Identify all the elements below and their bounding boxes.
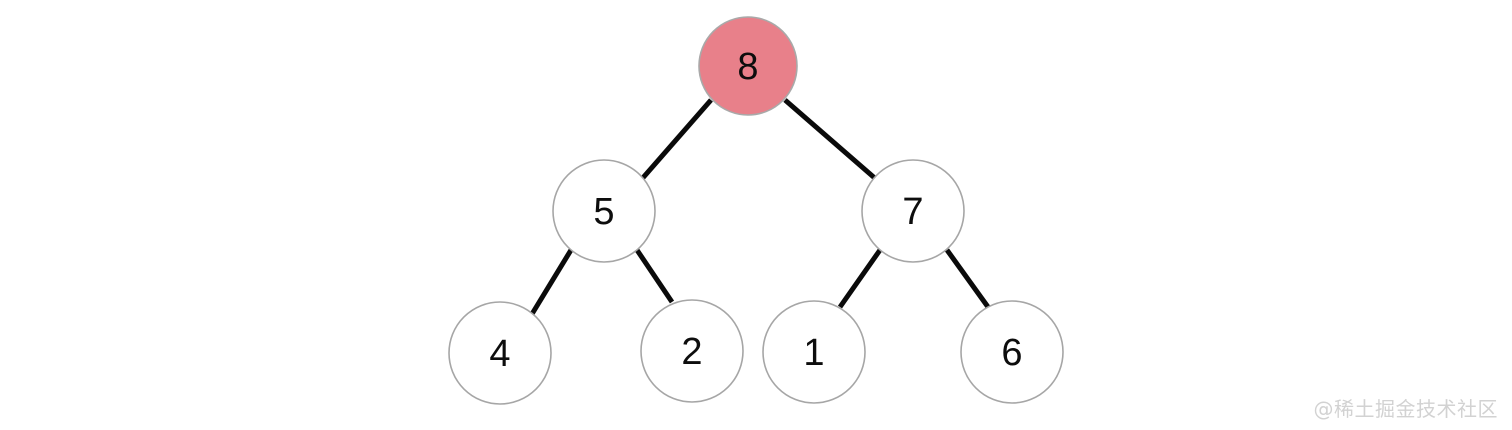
node-label: 8 bbox=[737, 46, 758, 88]
node-label: 2 bbox=[681, 331, 702, 373]
node-circle[interactable] bbox=[552, 159, 656, 263]
node-label: 1 bbox=[803, 332, 824, 374]
node-label: 7 bbox=[902, 191, 923, 233]
tree-node-1[interactable]: 1 bbox=[762, 300, 866, 404]
node-label: 4 bbox=[489, 333, 510, 375]
node-circle[interactable] bbox=[762, 300, 866, 404]
node-circle[interactable] bbox=[640, 299, 744, 403]
node-layer: 8 5 7 4 2 1 6 bbox=[448, 16, 1064, 405]
tree-edge-n5-n4 bbox=[529, 248, 574, 316]
node-label: 6 bbox=[1001, 332, 1022, 374]
tree-edge-n7-n6 bbox=[944, 248, 991, 309]
tree-node-4[interactable]: 4 bbox=[448, 301, 552, 405]
tree-node-7[interactable]: 7 bbox=[861, 159, 965, 263]
tree-edge-n8-n5 bbox=[639, 98, 713, 182]
watermark-text: @稀土掘金技术社区 bbox=[1313, 397, 1498, 421]
tree-edge-n5-n2 bbox=[634, 248, 675, 304]
node-circle[interactable] bbox=[448, 301, 552, 405]
tree-node-2[interactable]: 2 bbox=[640, 299, 744, 403]
node-label: 5 bbox=[593, 191, 614, 233]
node-circle[interactable] bbox=[960, 300, 1064, 404]
tree-node-6[interactable]: 6 bbox=[960, 300, 1064, 404]
tree-edge-n8-n7 bbox=[783, 98, 879, 182]
tree-node-5[interactable]: 5 bbox=[552, 159, 656, 263]
edge-layer bbox=[529, 98, 991, 316]
tree-edge-n7-n1 bbox=[837, 248, 883, 309]
node-circle-highlighted[interactable] bbox=[698, 16, 798, 116]
node-circle[interactable] bbox=[861, 159, 965, 263]
tree-node-8[interactable]: 8 bbox=[698, 16, 798, 116]
